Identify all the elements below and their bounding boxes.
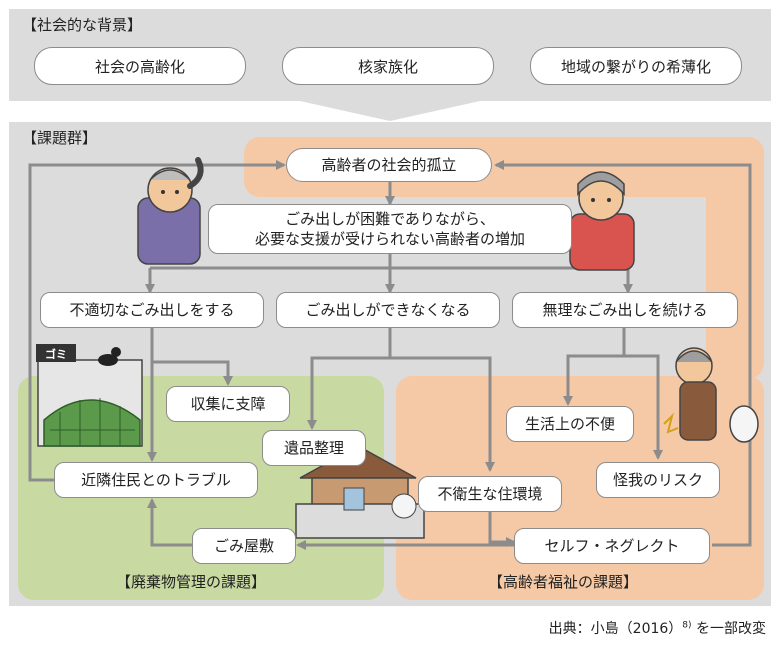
waste-management-label: 【廃棄物管理の課題】: [116, 573, 267, 591]
elderly-person-with-bag-illustration: [663, 347, 759, 443]
node-social-isolation: 高齢者の社会的孤立: [286, 148, 492, 182]
node-collection-obstacle: 収集に支障: [166, 386, 290, 422]
arrow-forced-to-injury: [624, 354, 663, 460]
arrow-cannot-to-unsanitary: [390, 356, 495, 472]
arrow-forced-to-inconvenience: [563, 328, 626, 406]
background-aging: 社会の高齢化: [34, 47, 246, 85]
node-unsanitary: 不衛生な住環境: [418, 476, 562, 512]
node-estate-cleanup: 遺品整理: [262, 430, 366, 466]
issues-label: 【課題群】: [22, 129, 98, 147]
node-forced-disposal: 無理なごみ出しを続ける: [512, 292, 738, 328]
source-prefix: 出典：小島（2016）: [548, 621, 683, 637]
source-ref: 8): [682, 620, 692, 631]
node-cannot-dispose: ごみ出しができなくなる: [276, 292, 500, 328]
node-increase-elderly: ごみ出しが困難でありながら、 必要な支援が受けられない高齢者の増加: [208, 204, 572, 254]
social-background-label: 【社会的な背景】: [22, 16, 143, 34]
node-self-neglect: セルフ・ネグレクト: [514, 528, 710, 564]
source-suffix: を一部改変: [696, 621, 766, 637]
background-nuclear-family: 核家族化: [282, 47, 494, 85]
node-improper-disposal: 不適切なごみ出しをする: [40, 292, 264, 328]
source-citation: 出典：小島（2016）8) を一部改変: [549, 618, 766, 638]
welfare-zone-right: [706, 137, 764, 379]
arrow-garbage-house-to-neighbor: [147, 498, 192, 547]
node-increase-line2: 必要な支援が受けられない高齢者の増加: [254, 230, 525, 248]
elderly-woman-illustration: [569, 171, 635, 271]
node-injury-risk: 怪我のリスク: [596, 462, 720, 498]
funnel-arrow: [300, 101, 480, 121]
arrow-unsanitary-to-neglect: [488, 511, 516, 547]
welfare-label: 【高齢者福祉の課題】: [488, 573, 639, 591]
garbage-station-illustration: [36, 344, 143, 447]
arrow-neglect-to-isolation: [494, 160, 752, 547]
arrow-cannot-to-estate: [307, 328, 392, 430]
node-garbage-house: ごみ屋敷: [192, 528, 296, 564]
node-neighbor-trouble: 近隣住民とのトラブル: [54, 462, 258, 498]
elderly-man-illustration: [137, 157, 204, 265]
node-increase-line1: ごみ出しが困難でありながら、: [285, 210, 495, 228]
background-weak-community: 地域の繋がりの希薄化: [530, 47, 742, 85]
garbage-sign-text: ゴミ: [45, 348, 67, 361]
arrow-neighbor-to-isolation: [28, 160, 286, 482]
node-daily-inconvenience: 生活上の不便: [506, 406, 634, 442]
arrow-improper-to-collection: [150, 328, 233, 386]
